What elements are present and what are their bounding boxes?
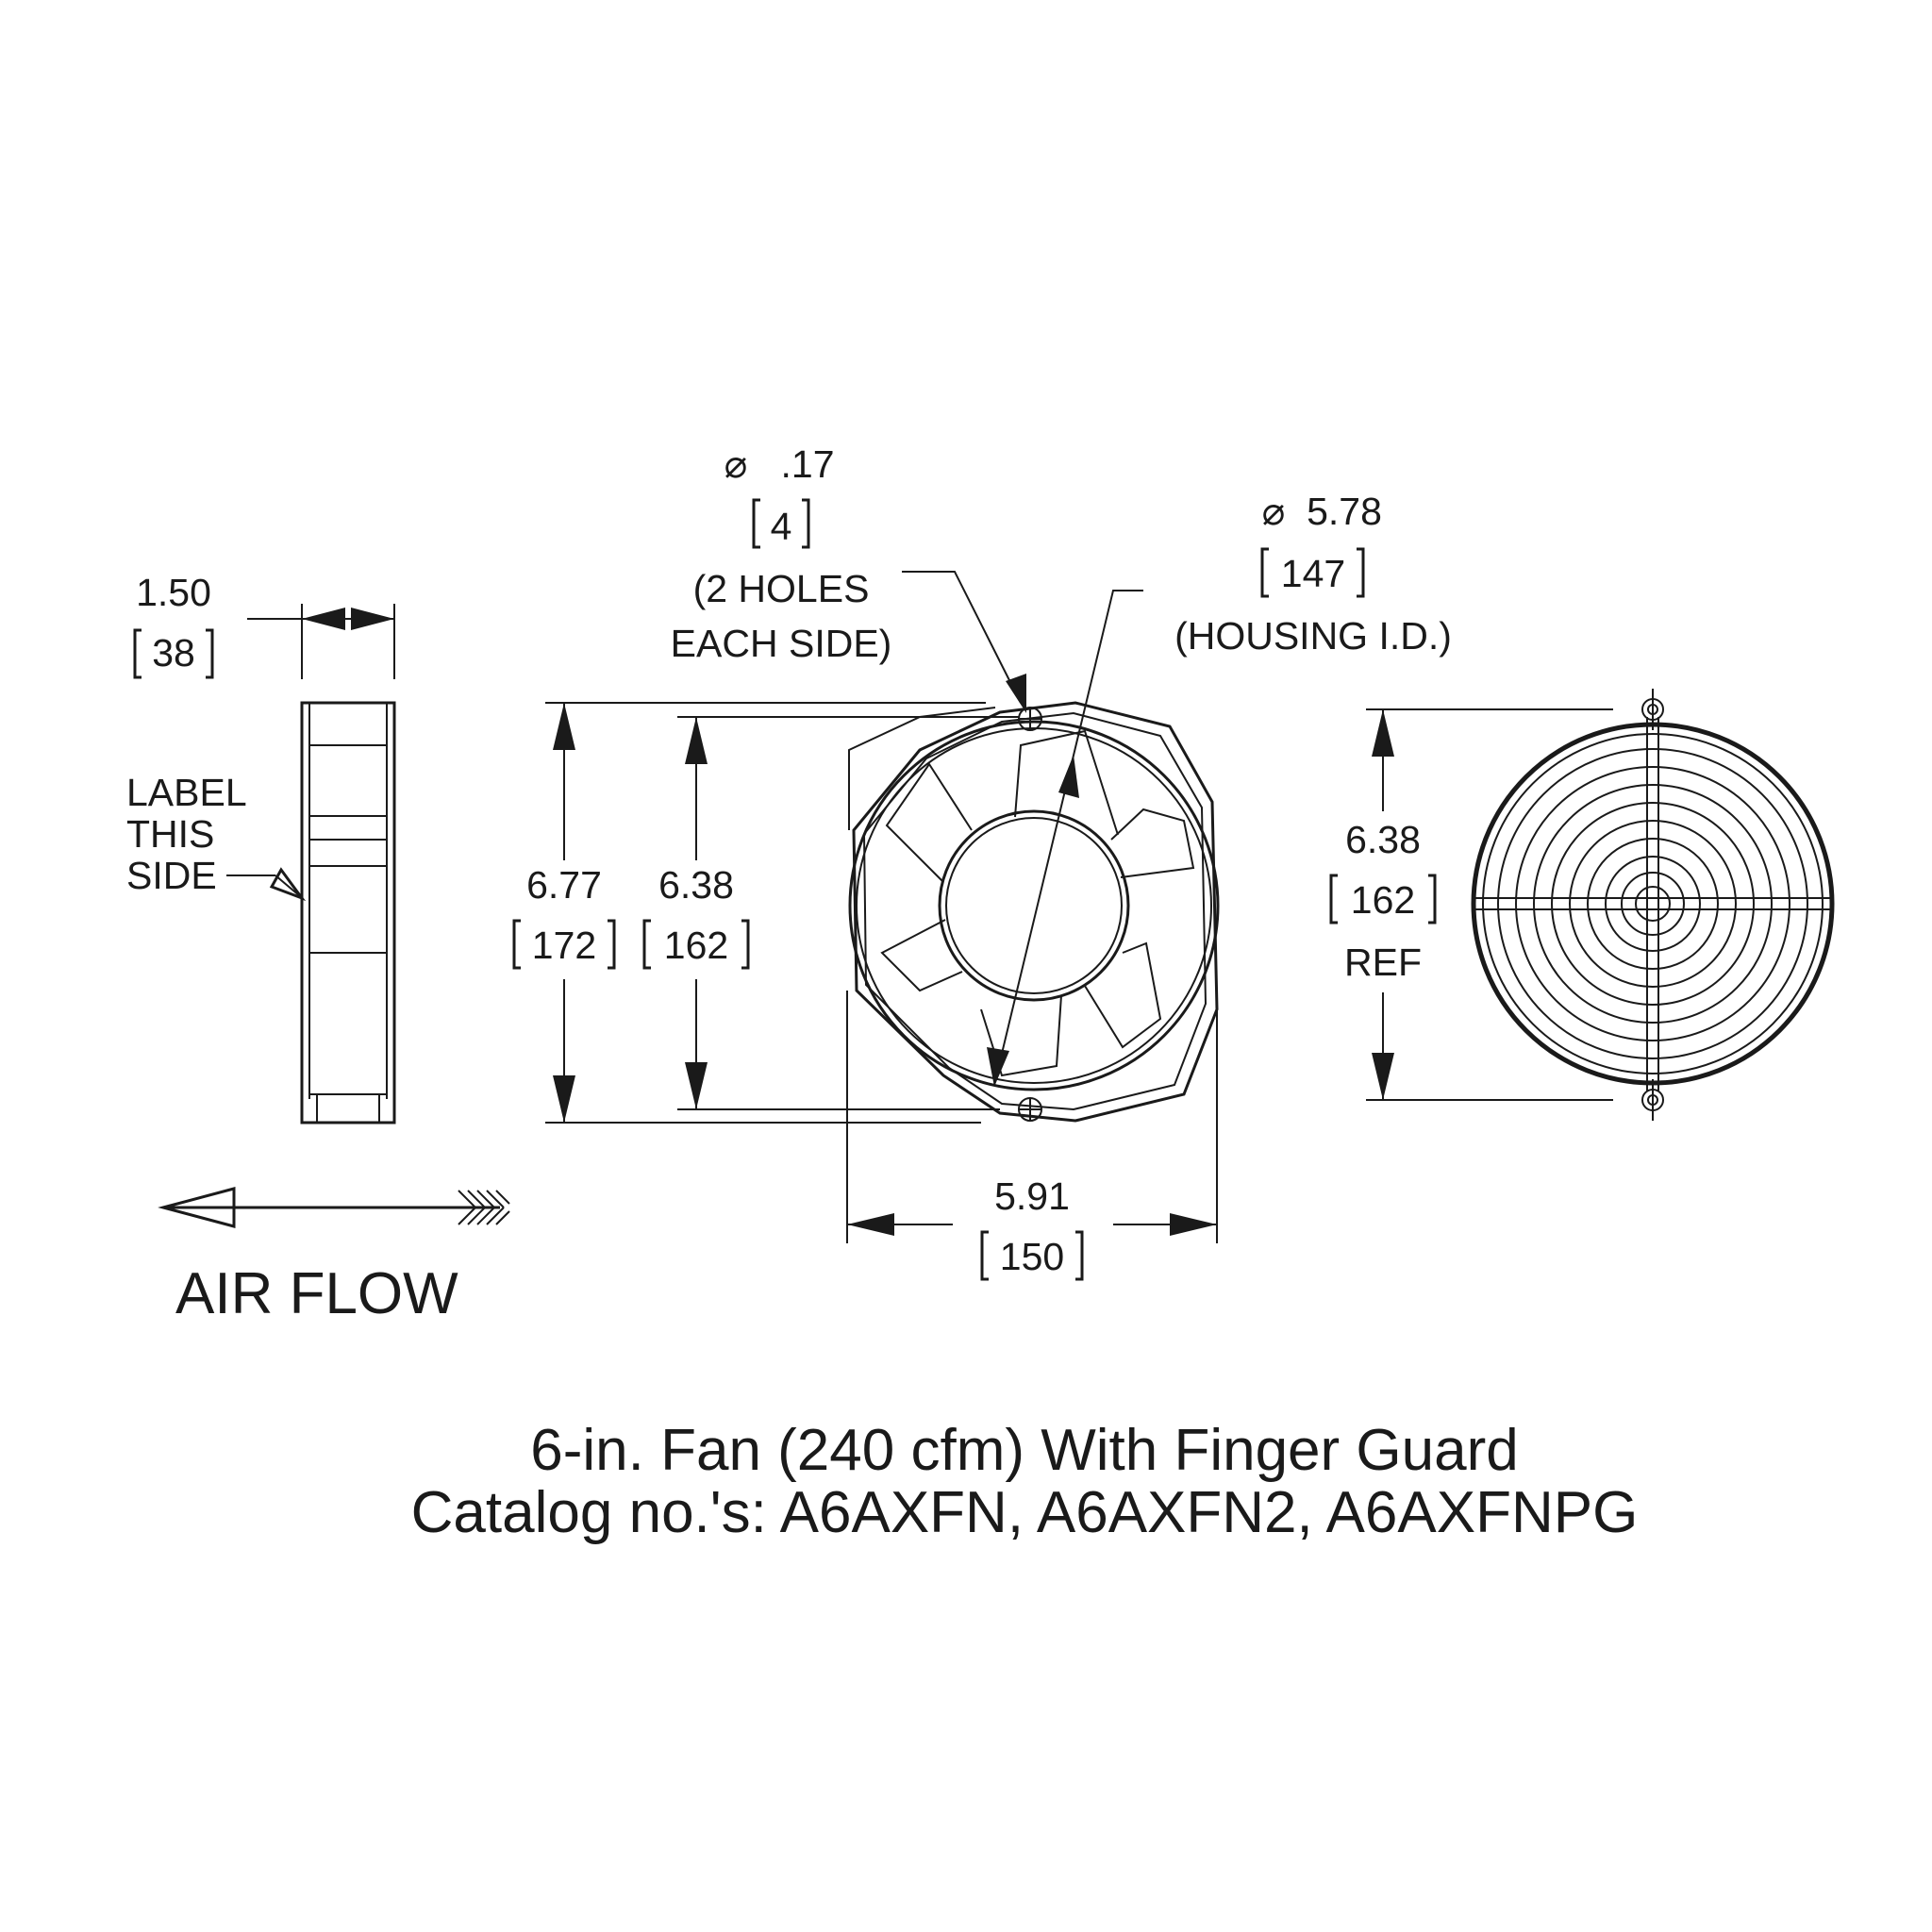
guard-height-mm: 162 bbox=[1351, 878, 1415, 922]
hole-spacing-in: 6.38 bbox=[658, 863, 734, 907]
guard-hole-top bbox=[1641, 689, 1664, 730]
hole-leader-line bbox=[902, 571, 1022, 704]
guard-rings bbox=[1482, 733, 1824, 1074]
mounting-hole-bottom bbox=[1018, 1097, 1042, 1122]
overall-height-mm: 172 bbox=[532, 924, 596, 967]
side-view: 1.50 38 LABEL THIS SIDE bbox=[126, 571, 396, 1124]
guard-ref-note: REF bbox=[1344, 941, 1422, 984]
fan-blades bbox=[880, 729, 1195, 1077]
fan-venturi bbox=[848, 720, 1220, 1091]
guard-height-in: 6.38 bbox=[1345, 818, 1421, 861]
width-mm: 150 bbox=[1000, 1235, 1064, 1278]
airflow-arrow bbox=[158, 1187, 510, 1228]
label-note-line-3: SIDE bbox=[126, 854, 217, 897]
fan-housing bbox=[852, 701, 1219, 1123]
hole-dia-mm: 4 bbox=[771, 505, 792, 548]
front-view: 6.77 172 6.38 162 5.91 150 ⌀ .17 4 (2 HO… bbox=[512, 442, 1452, 1281]
label-note-line-2: THIS bbox=[126, 812, 214, 856]
airflow-label: AIR FLOW bbox=[175, 1261, 458, 1326]
finger-guard-view: 6.38 162 REF bbox=[1329, 689, 1835, 1121]
caption-line-2: Catalog no.'s: A6AXFN, A6AXFN2, A6AXFNPG bbox=[411, 1480, 1639, 1545]
housing-dia-in: 5.78 bbox=[1307, 490, 1382, 533]
housing-dia-symbol: ⌀ bbox=[1262, 490, 1286, 533]
width-in: 5.91 bbox=[994, 1174, 1070, 1218]
housing-note: (HOUSING I.D.) bbox=[1174, 614, 1452, 658]
housing-leader-line bbox=[993, 590, 1143, 1086]
hole-spacing-mm: 162 bbox=[664, 924, 728, 967]
mounting-hole-top bbox=[1018, 707, 1042, 731]
hole-note-line-1: (2 HOLES bbox=[693, 567, 870, 610]
hole-dia-in: .17 bbox=[781, 442, 835, 486]
label-note-line-1: LABEL bbox=[126, 771, 247, 814]
side-view-body bbox=[300, 701, 396, 1124]
hole-note-line-2: EACH SIDE) bbox=[671, 622, 892, 665]
guard-outer-ring bbox=[1471, 722, 1835, 1086]
hole-dia-symbol: ⌀ bbox=[724, 442, 748, 486]
guard-hole-bottom bbox=[1641, 1079, 1664, 1121]
housing-dia-mm: 147 bbox=[1281, 552, 1345, 595]
label-leader-arrow bbox=[269, 867, 307, 902]
side-width-mm: 38 bbox=[152, 631, 195, 675]
caption-line-1: 6-in. Fan (240 cfm) With Finger Guard bbox=[530, 1418, 1518, 1483]
side-width-in: 1.50 bbox=[136, 571, 211, 614]
fan-hub bbox=[938, 809, 1130, 1002]
overall-height-in: 6.77 bbox=[526, 863, 602, 907]
